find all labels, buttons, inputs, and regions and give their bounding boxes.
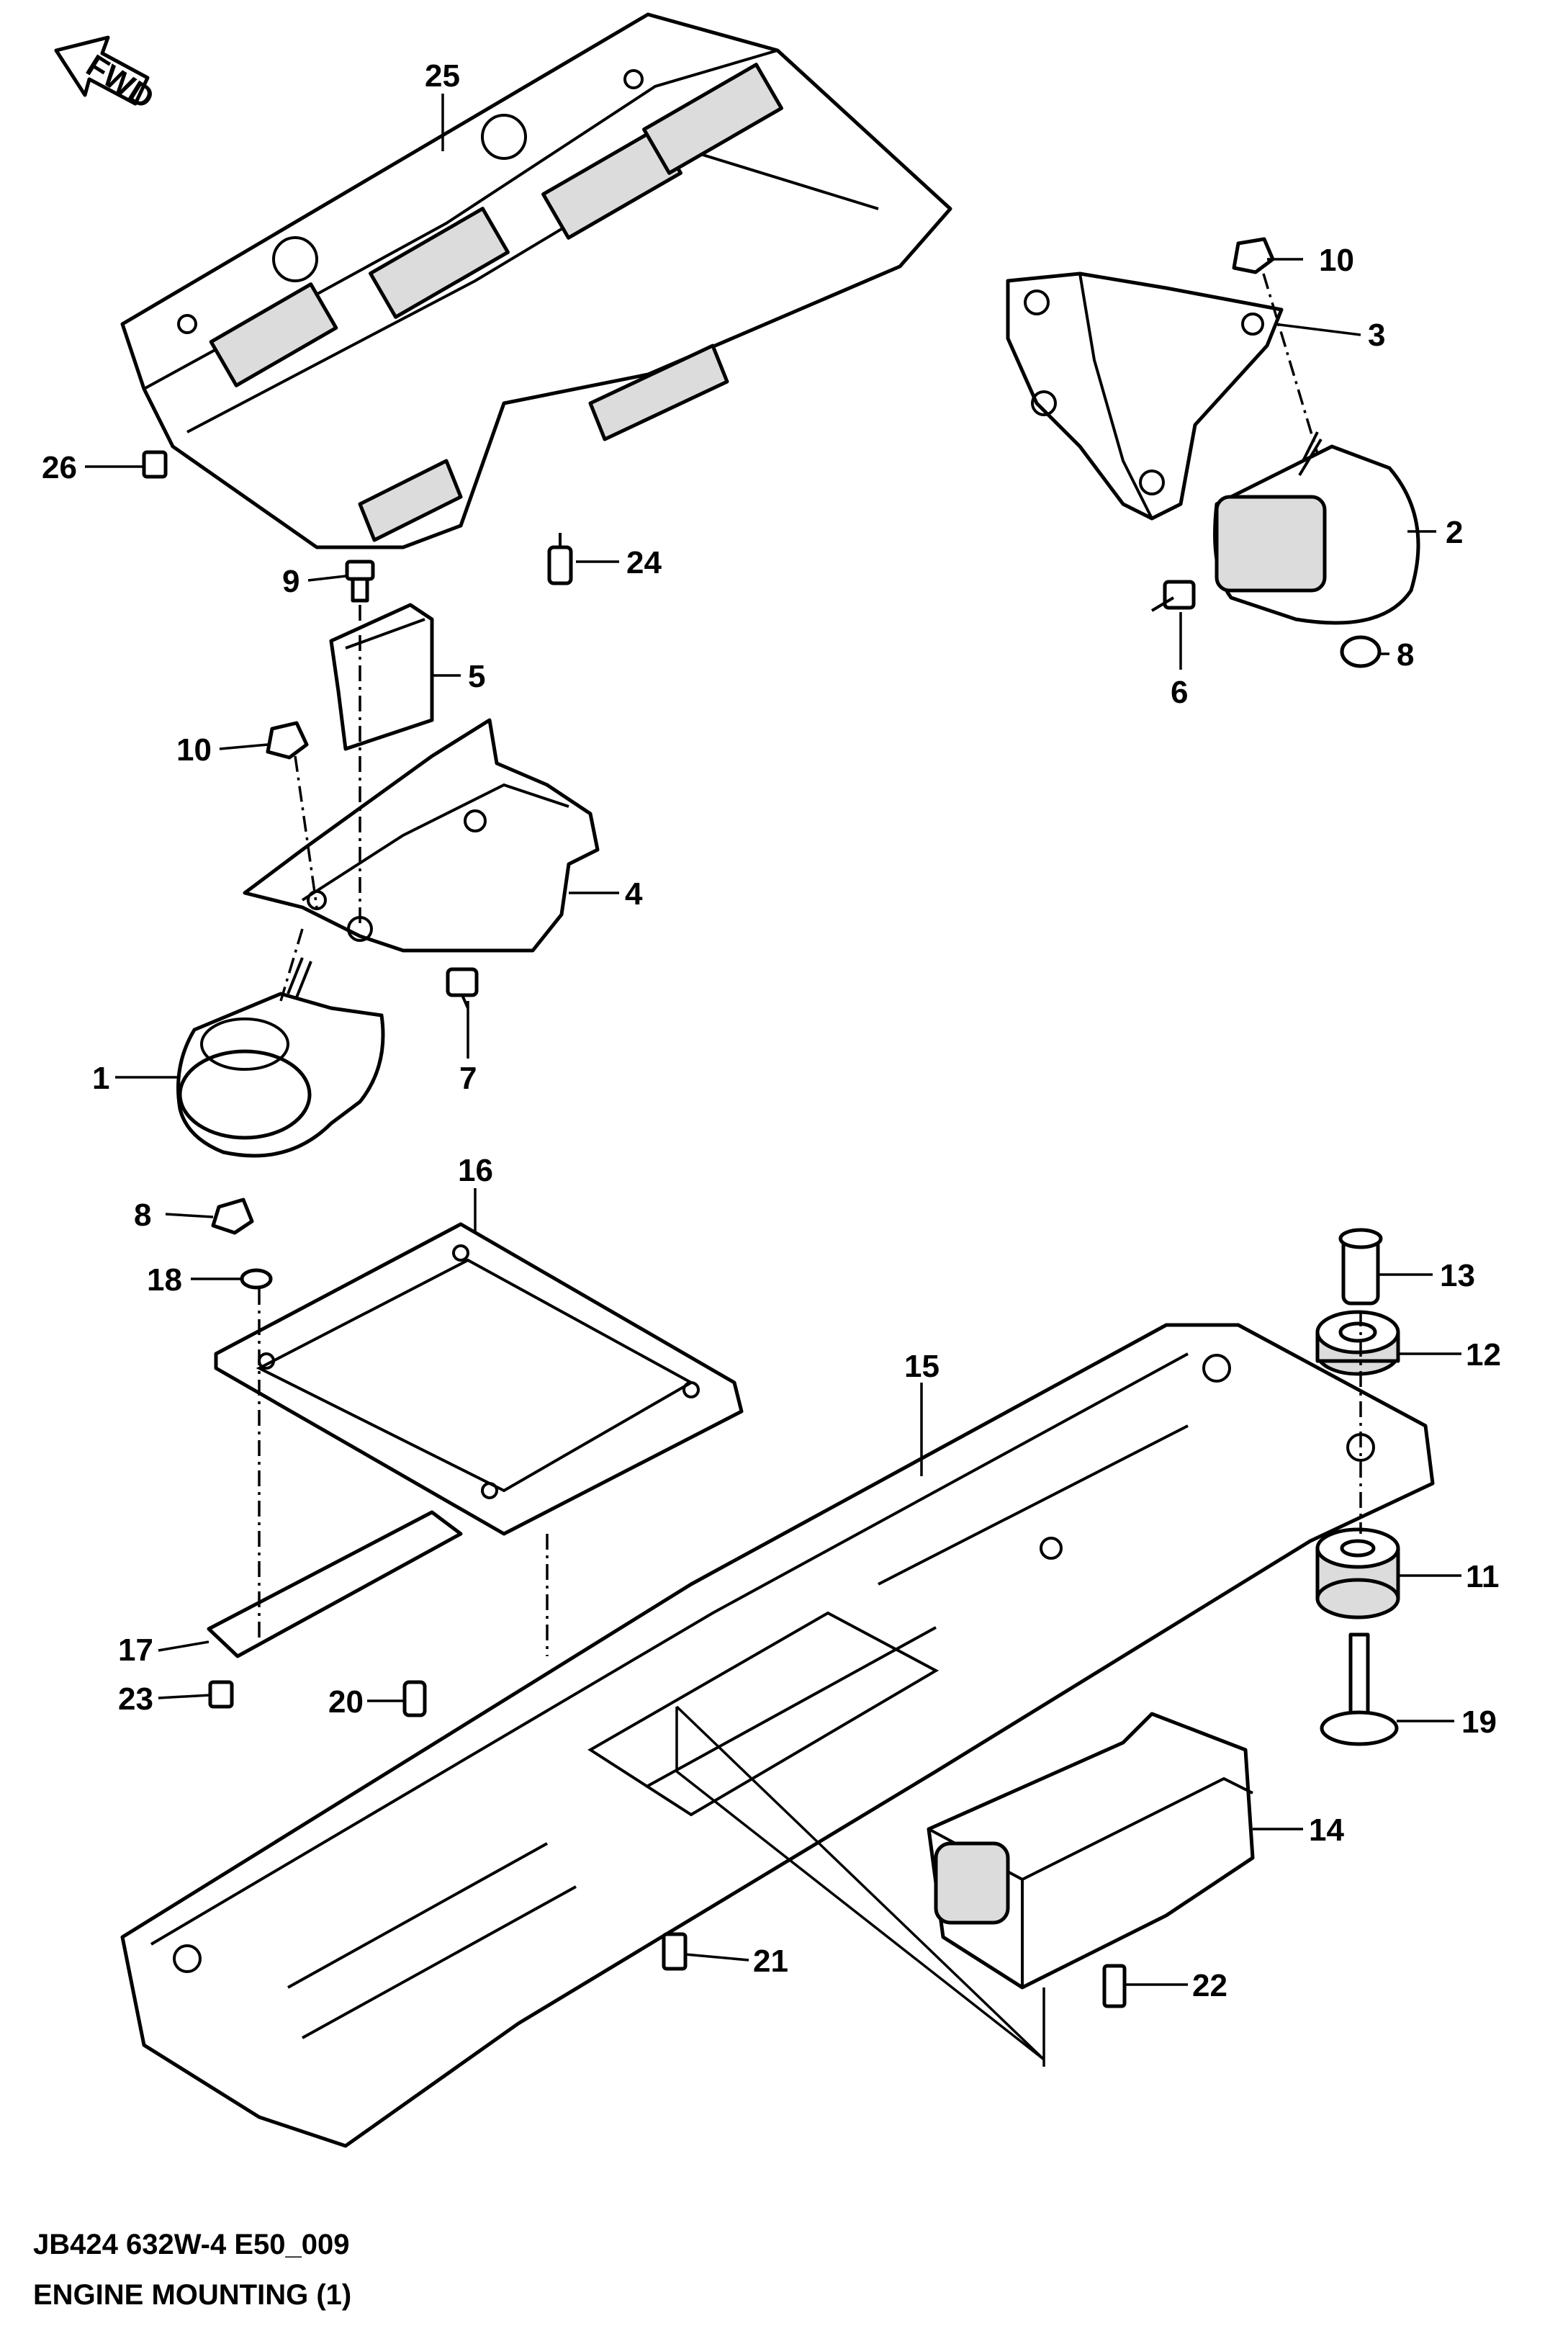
assembly-lines xyxy=(258,273,1362,2067)
underbody-plate-15 xyxy=(120,1323,1435,2148)
callout-18: 18 xyxy=(147,1262,182,1298)
fwd-label: FWD xyxy=(80,48,160,117)
bolt-25 xyxy=(142,450,168,479)
callout-10-right: 10 xyxy=(1319,243,1354,278)
nut-10-left xyxy=(266,721,309,760)
callout-12: 12 xyxy=(1466,1337,1501,1373)
callout-25: 26 xyxy=(42,450,77,485)
bushing-12 xyxy=(1315,1310,1400,1376)
clip-26 xyxy=(547,533,573,585)
nut-8-left xyxy=(211,1198,254,1235)
bolt-19 xyxy=(1320,1632,1399,1746)
transmission-mount-14 xyxy=(927,1712,1255,1990)
engine-mount-2 xyxy=(1213,431,1420,625)
callout-22: 22 xyxy=(1192,1968,1227,2003)
callout-8-right: 8 xyxy=(1397,637,1414,673)
callout-13: 13 xyxy=(1440,1258,1475,1293)
callout-23: 23 xyxy=(118,1681,153,1717)
bolt-6 xyxy=(1150,580,1196,612)
nut-8-right xyxy=(1340,635,1382,668)
bolt-21 xyxy=(662,1932,688,1971)
callout-1: 1 xyxy=(92,1061,109,1096)
clip-20 xyxy=(402,1680,427,1717)
callout-21: 21 xyxy=(753,1944,788,1979)
callout-7: 7 xyxy=(459,1061,477,1096)
engine-mount-1 xyxy=(176,957,385,1158)
diagram-title: ENGINE MOUNTING (1) xyxy=(33,2279,351,2311)
callouts: 25 10 3 2 8 6 26 24 9 5 10 4 7 1 8 16 18… xyxy=(42,58,1501,2003)
strip-17 xyxy=(207,1510,463,1658)
leader-lines xyxy=(85,94,1461,1986)
bolt-7 xyxy=(446,967,479,1009)
bolt-9 xyxy=(345,560,375,603)
callout-9: 9 xyxy=(282,564,299,599)
callout-15: 15 xyxy=(904,1349,940,1384)
callout-4: 4 xyxy=(625,876,643,912)
bolt-23 xyxy=(208,1680,234,1709)
callout-11: 11 xyxy=(1466,1559,1500,1594)
nut-10-right xyxy=(1232,237,1275,274)
fwd-arrow: FWD xyxy=(54,35,160,117)
callout-8-left: 8 xyxy=(134,1198,151,1233)
callout-10-left: 10 xyxy=(176,732,212,768)
callout-26: 24 xyxy=(626,545,662,580)
callout-16: 16 xyxy=(458,1153,493,1188)
bushing-11 xyxy=(1315,1527,1400,1620)
callout-5: 5 xyxy=(468,659,485,694)
bolt-18 xyxy=(240,1268,273,1290)
callout-6: 6 xyxy=(1171,675,1188,710)
callout-20: 20 xyxy=(328,1684,364,1720)
engine-under-cover-24 xyxy=(120,12,952,549)
heat-shield-5 xyxy=(329,603,434,751)
callout-24: 25 xyxy=(425,58,460,94)
engine-mount-bracket-3 xyxy=(1006,271,1284,521)
bolt-22 xyxy=(1102,1964,1127,2008)
callout-19: 19 xyxy=(1461,1704,1497,1740)
footer: JB424 632W-4 E50_009 ENGINE MOUNTING (1) xyxy=(33,2229,351,2311)
engine-mount-bracket-4 xyxy=(243,718,600,953)
callout-17: 17 xyxy=(118,1632,153,1668)
callout-3: 3 xyxy=(1368,318,1385,353)
diagram-code: JB424 632W-4 E50_009 xyxy=(33,2229,350,2260)
plate-16 xyxy=(214,1222,744,1536)
callout-14: 14 xyxy=(1309,1812,1344,1848)
callout-2: 2 xyxy=(1446,515,1463,550)
collar-13 xyxy=(1338,1228,1383,1306)
